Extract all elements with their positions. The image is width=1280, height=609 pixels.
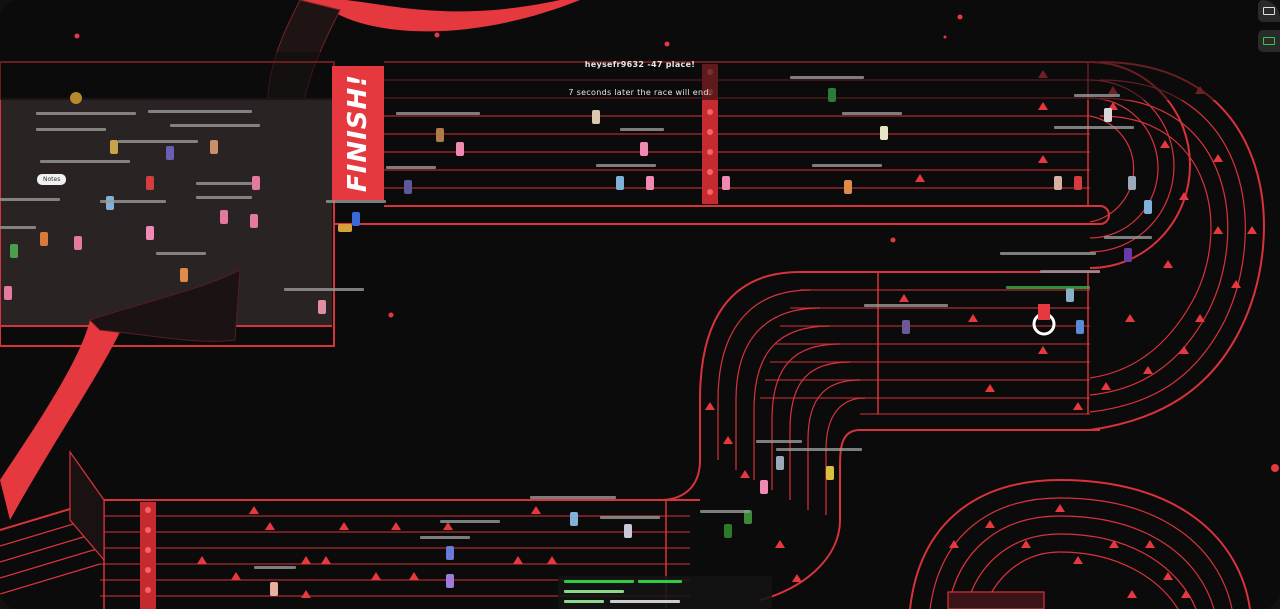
avatar bbox=[210, 140, 218, 154]
bottom-left-ramp bbox=[0, 450, 105, 595]
avatar bbox=[1104, 108, 1112, 122]
red-ribbon-left bbox=[0, 310, 130, 520]
avatar bbox=[880, 126, 888, 140]
avatar bbox=[106, 196, 114, 210]
avatar bbox=[1128, 176, 1136, 190]
window-icon bbox=[1263, 7, 1275, 15]
race-countdown: 7 seconds later the race will end. bbox=[568, 88, 712, 97]
avatar bbox=[318, 300, 326, 314]
avatar bbox=[70, 92, 82, 104]
avatar bbox=[844, 180, 852, 194]
avatar bbox=[1124, 248, 1132, 262]
avatar bbox=[760, 480, 768, 494]
window-button[interactable] bbox=[1258, 0, 1280, 22]
avatar bbox=[446, 546, 454, 560]
avatar bbox=[146, 176, 154, 190]
avatar bbox=[744, 510, 752, 524]
avatar bbox=[1066, 288, 1074, 302]
avatar bbox=[10, 244, 18, 258]
bottom-checkpoint-column bbox=[140, 502, 156, 609]
avatar bbox=[722, 176, 730, 190]
avatar bbox=[570, 512, 578, 526]
avatar bbox=[166, 146, 174, 160]
battery-button[interactable] bbox=[1258, 30, 1280, 52]
avatar bbox=[646, 176, 654, 190]
avatar bbox=[146, 226, 154, 240]
dark-ribbon-left bbox=[89, 269, 241, 342]
middle-straight-track bbox=[760, 271, 1100, 431]
avatar bbox=[826, 466, 834, 480]
right-hairpin bbox=[1089, 61, 1265, 431]
avatar bbox=[338, 224, 352, 232]
avatar bbox=[724, 524, 732, 538]
avatar bbox=[1074, 176, 1082, 190]
speech-bubble: Notes bbox=[37, 174, 67, 185]
avatar bbox=[456, 142, 464, 156]
avatar bbox=[828, 88, 836, 102]
avatar bbox=[352, 212, 360, 226]
bottom-right-oval bbox=[909, 478, 1251, 609]
avatar bbox=[624, 524, 632, 538]
avatar bbox=[592, 110, 600, 124]
avatar bbox=[404, 180, 412, 194]
avatar bbox=[220, 210, 228, 224]
avatar bbox=[436, 128, 444, 142]
s-curve-track bbox=[659, 271, 866, 601]
avatar bbox=[902, 320, 910, 334]
chat-log[interactable] bbox=[558, 576, 772, 609]
floating-red-dots bbox=[74, 14, 1279, 472]
avatar bbox=[640, 142, 648, 156]
avatar bbox=[270, 582, 278, 596]
avatar bbox=[250, 214, 258, 228]
avatar bbox=[4, 286, 12, 300]
red-ribbon-top bbox=[300, 0, 580, 32]
leader-announcement: heysefr9632 -47 place! bbox=[584, 60, 696, 69]
avatar bbox=[776, 456, 784, 470]
battery-icon bbox=[1263, 37, 1275, 45]
avatar bbox=[180, 268, 188, 282]
avatar bbox=[446, 574, 454, 588]
avatar bbox=[616, 176, 624, 190]
finish-text: FINISH! bbox=[343, 73, 373, 193]
hud-bar bbox=[0, 52, 1280, 100]
avatar bbox=[252, 176, 260, 190]
avatar bbox=[1054, 176, 1062, 190]
avatar bbox=[40, 232, 48, 246]
avatar bbox=[110, 140, 118, 154]
lobby-floor bbox=[0, 98, 332, 326]
avatar bbox=[74, 236, 82, 250]
avatar bbox=[1144, 200, 1152, 214]
finish-banner: FINISH! bbox=[332, 66, 384, 200]
avatar bbox=[1076, 320, 1084, 334]
